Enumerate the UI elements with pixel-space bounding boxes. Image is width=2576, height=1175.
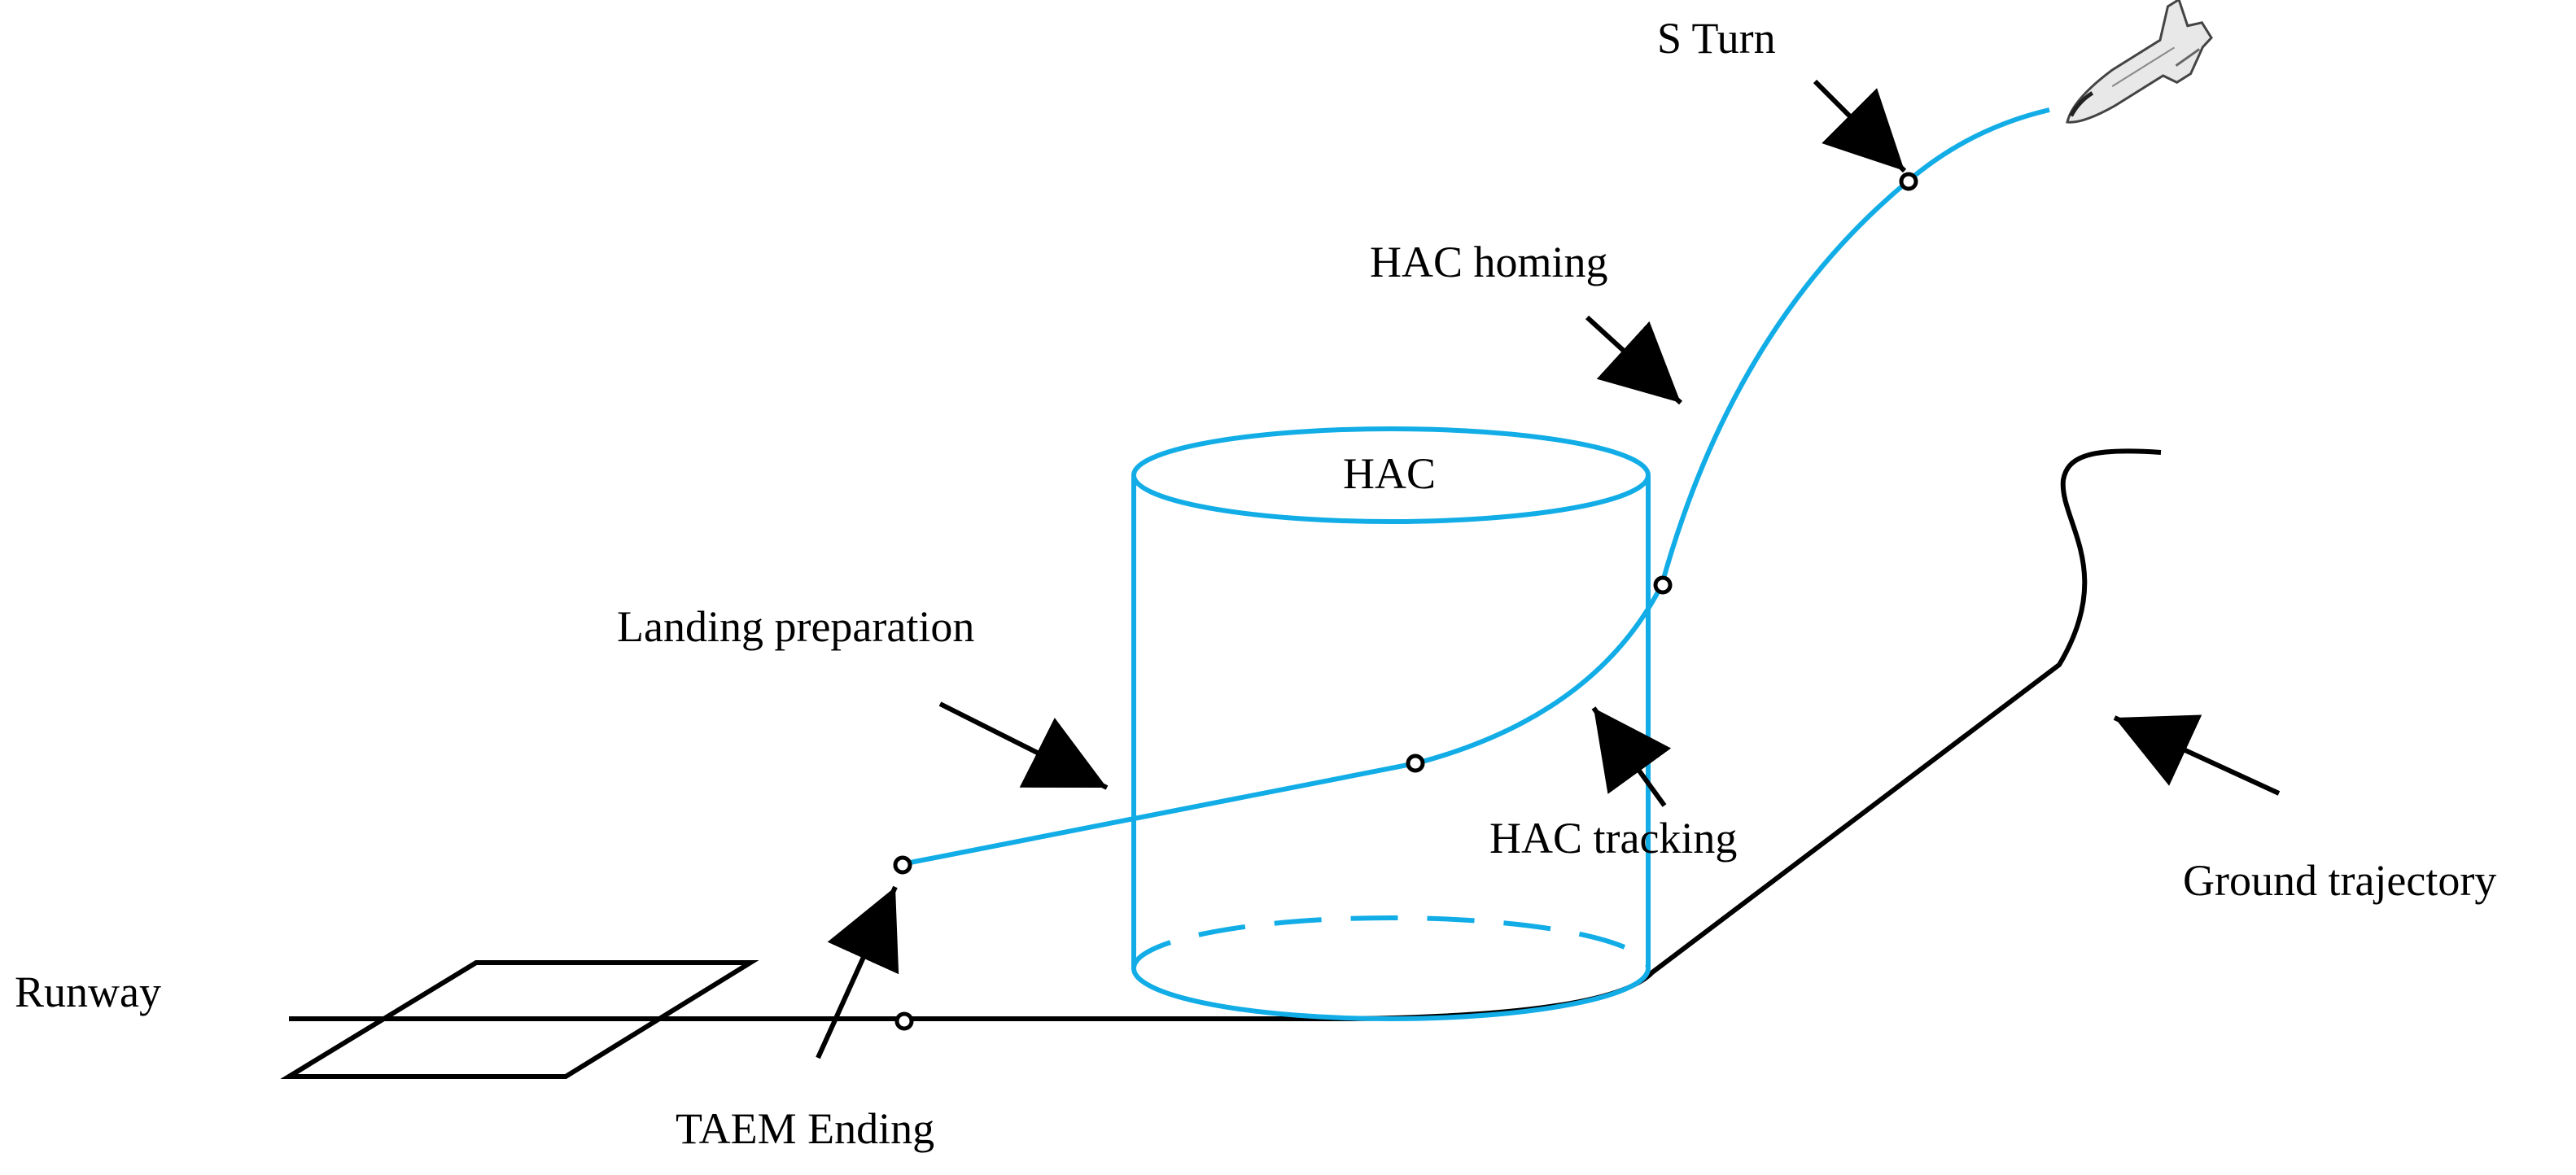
taem-ending-arrow — [816, 885, 899, 1059]
runway-shape — [280, 960, 759, 1079]
ground-trajectory-arrow — [2113, 714, 2281, 796]
taem-ending-node — [893, 855, 912, 875]
taem-ending-label: TAEM Ending — [676, 1104, 934, 1153]
space-shuttle-icon — [2066, 0, 2213, 124]
hac-tracking-label: HAC tracking — [1489, 814, 1737, 863]
hac-tracking-node — [1406, 753, 1425, 773]
runway-label: Runway — [15, 968, 161, 1016]
arrows — [816, 79, 2281, 1059]
hac-homing-label: HAC homing — [1370, 238, 1608, 286]
trajectory-curve — [901, 107, 2050, 867]
hac-tracking-arrow — [1591, 706, 1672, 807]
s-turn-arrow — [1813, 79, 1907, 173]
ground-line — [289, 448, 2162, 1021]
hac-entry-node — [1653, 575, 1673, 595]
s-turn-node — [1899, 172, 1918, 191]
landing-preparation-label: Landing preparation — [617, 602, 974, 651]
hac-homing-arrow — [1585, 315, 1683, 405]
ground-node — [894, 1011, 914, 1031]
hac-label: HAC — [1343, 449, 1436, 498]
ground-trajectory-label: Ground trajectory — [2183, 856, 2496, 905]
hac-cylinder — [1131, 426, 1651, 1021]
s-turn-label: S Turn — [1657, 14, 1776, 63]
landing-preparation-arrow — [938, 701, 1109, 790]
